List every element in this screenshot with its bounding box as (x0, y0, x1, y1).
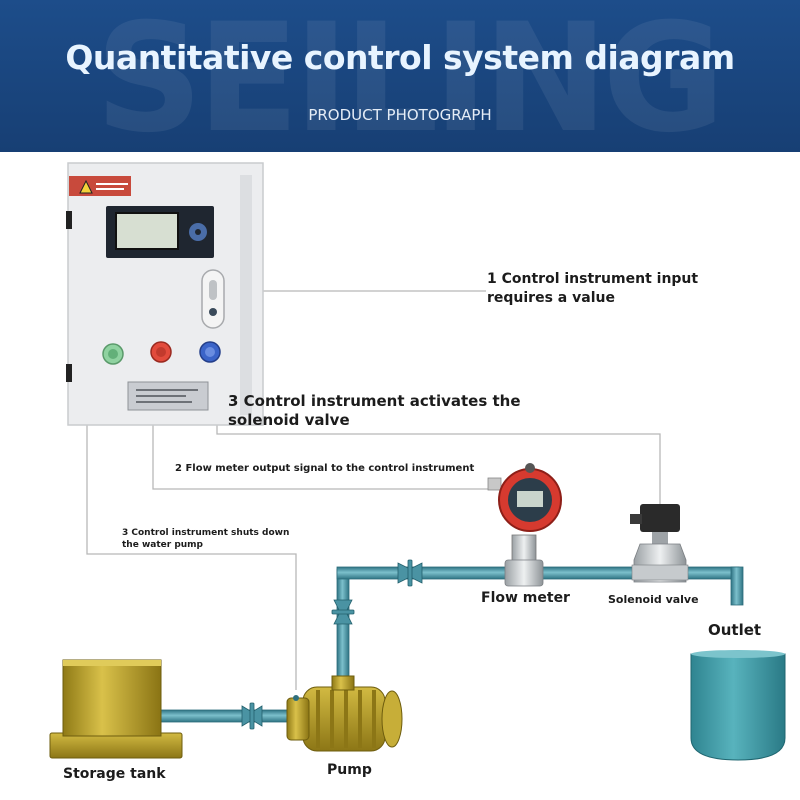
annotation-shutdown-line1: 3 Control instrument shuts down (122, 528, 289, 538)
annotation-activate-line1: 3 Control instrument activates the (228, 392, 521, 410)
label-pump: Pump (327, 762, 372, 778)
label-storage-tank: Storage tank (63, 766, 166, 782)
pipe-outlet-drop (731, 567, 743, 605)
control-box (66, 163, 263, 425)
annotation-activate-line2: solenoid valve (228, 411, 350, 429)
pipes (159, 567, 743, 722)
lcd-screen (116, 213, 178, 249)
annotation-shutdown-line2: the water pump (122, 540, 203, 550)
box-hinge-top (66, 211, 72, 229)
label-solenoid-valve: Solenoid valve (608, 593, 699, 606)
pipe-tank-to-pump (159, 710, 292, 722)
pump-icon (287, 676, 402, 751)
outlet-tank-icon (691, 650, 785, 760)
start-button-icon (103, 344, 123, 364)
annotation-input-line2: requires a value (487, 290, 615, 306)
storage-tank-icon (50, 660, 182, 758)
indicator-light-icon (200, 342, 220, 362)
stop-button-icon (151, 342, 171, 362)
label-flow-meter: Flow meter (481, 590, 570, 606)
pipe-pump-riser (337, 569, 349, 684)
box-hinge-bottom (66, 364, 72, 382)
solenoid-valve-icon (630, 504, 688, 582)
warning-label (69, 176, 131, 196)
annotation-input-line1: 1 Control instrument input (487, 271, 698, 287)
annotation-flow-signal: 2 Flow meter output signal to the contro… (175, 463, 474, 474)
label-outlet: Outlet (708, 621, 761, 639)
